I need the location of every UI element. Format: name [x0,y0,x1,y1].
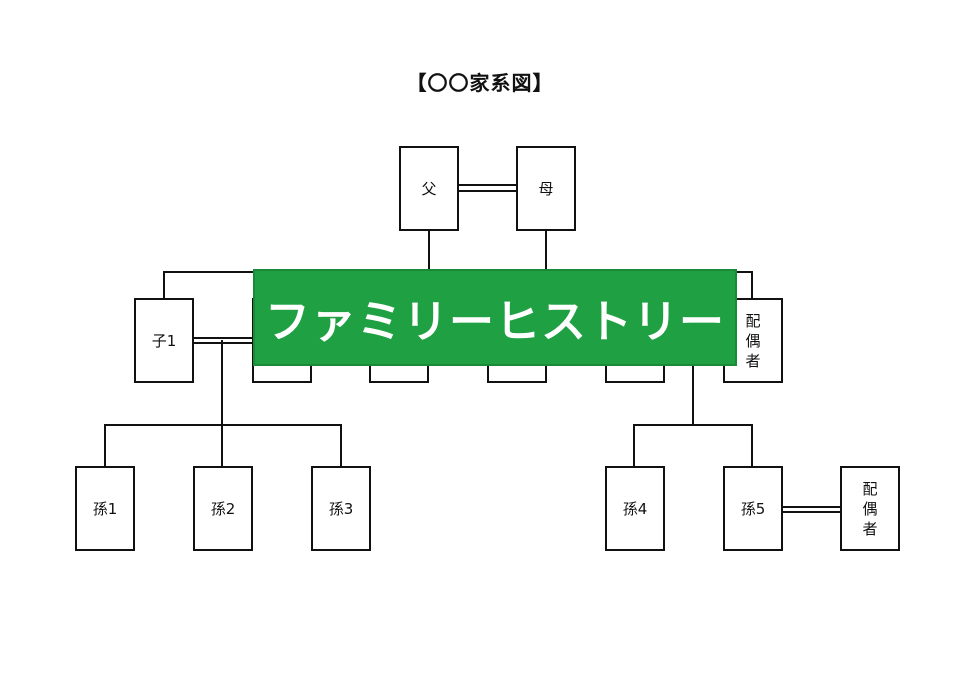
person-box-grandchild3: 孫3 [311,466,371,551]
person-label-grandchild3: 孫3 [328,499,354,518]
person-label-father: 父 [421,179,437,198]
person-box-grandchild1: 孫1 [75,466,135,551]
person-label-child1: 子1 [151,331,177,350]
person-box-grandchild2: 孫2 [193,466,253,551]
person-box-child1: 子1 [134,298,194,383]
person-label-grandchild4: 孫4 [622,499,648,518]
person-box-grandchild5: 孫5 [723,466,783,551]
person-box-grandchild5-spouse: 配偶者 [840,466,900,551]
person-box-father: 父 [399,146,459,231]
person-label-grandchild5: 孫5 [740,499,766,518]
family-history-banner: ファミリーヒストリー [253,269,737,366]
person-label-grandchild5-spouse: 配偶者 [862,479,878,538]
person-label-mother: 母 [538,179,554,198]
person-label-sibling-spouse: 配偶者 [745,311,761,370]
person-label-grandchild1: 孫1 [92,499,118,518]
person-label-grandchild2: 孫2 [210,499,236,518]
person-box-mother: 母 [516,146,576,231]
person-box-grandchild4: 孫4 [605,466,665,551]
page-title: 【〇〇家系図】 [406,71,554,95]
